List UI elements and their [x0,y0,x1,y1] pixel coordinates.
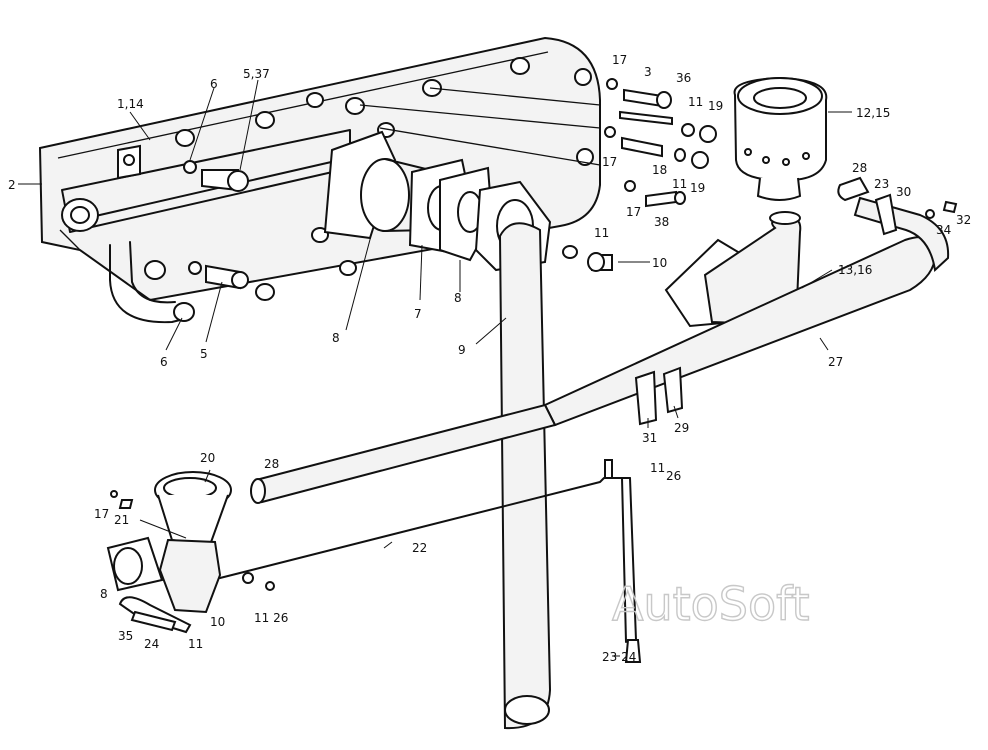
callout-19-a: 19 [708,99,723,113]
leader-lines [18,79,852,657]
callout-5: 5 [200,347,208,361]
callout-27: 27 [828,355,843,369]
callout-28-b: 28 [264,457,279,471]
callout-34: 34 [936,223,951,237]
callout-36: 36 [676,71,691,85]
callout-30: 30 [896,185,911,199]
callout-10-b: 10 [210,615,225,629]
callout-32: 32 [956,213,971,227]
front-muffler [106,471,275,634]
callout-3: 3 [644,65,652,79]
callout-22: 22 [412,541,427,555]
front-pipe-assembly [323,130,613,730]
callout-1-14: 1,14 [117,97,144,111]
callout-19-b: 19 [690,181,705,195]
callout-12-15: 12,15 [856,106,890,120]
fasteners-top [359,78,717,208]
watermark: AutoSoft [612,577,810,631]
callout-21: 21 [114,513,129,527]
callout-38: 38 [654,215,669,229]
callout-23-24: 23 24 [602,650,636,664]
callout-17-a: 17 [612,53,627,67]
callout-17-c: 17 [626,205,641,219]
callout-9: 9 [458,343,466,357]
callout-28-a: 28 [852,161,867,175]
callout-labels: 5,37 1,14 6 2 6 5 8 7 8 9 17 3 36 11 19 … [8,53,971,664]
callout-11-b: 11 [672,177,687,191]
callout-29: 29 [674,421,689,435]
callout-2: 2 [8,178,16,192]
callout-17-d: 17 [94,507,109,521]
callout-10-a: 10 [652,256,667,270]
callout-6-top: 6 [210,77,218,91]
callout-18: 18 [652,163,667,177]
callout-11-26: 11 26 [254,611,288,625]
callout-31: 31 [642,431,657,445]
callout-11-a: 11 [688,95,703,109]
callout-11-c: 11 [594,226,609,240]
callout-20: 20 [200,451,215,465]
callout-11-e: 11 [188,637,203,651]
callout-17-b: 17 [602,155,617,169]
callout-13-16: 13,16 [838,263,872,277]
rear-pipe [543,176,958,427]
callout-26-a: 26 [666,469,681,483]
callout-11-d: 11 [650,461,665,475]
callout-8-b: 8 [454,291,462,305]
callout-7: 7 [414,307,422,321]
callout-35: 35 [118,629,133,643]
callout-8-a: 8 [332,331,340,345]
cross-pipe [219,403,642,663]
callout-5-37: 5,37 [243,67,270,81]
callout-23-a: 23 [874,177,889,191]
callout-24-a: 24 [144,637,159,651]
callout-8-c: 8 [100,587,108,601]
callout-6-bottom: 6 [160,355,168,369]
